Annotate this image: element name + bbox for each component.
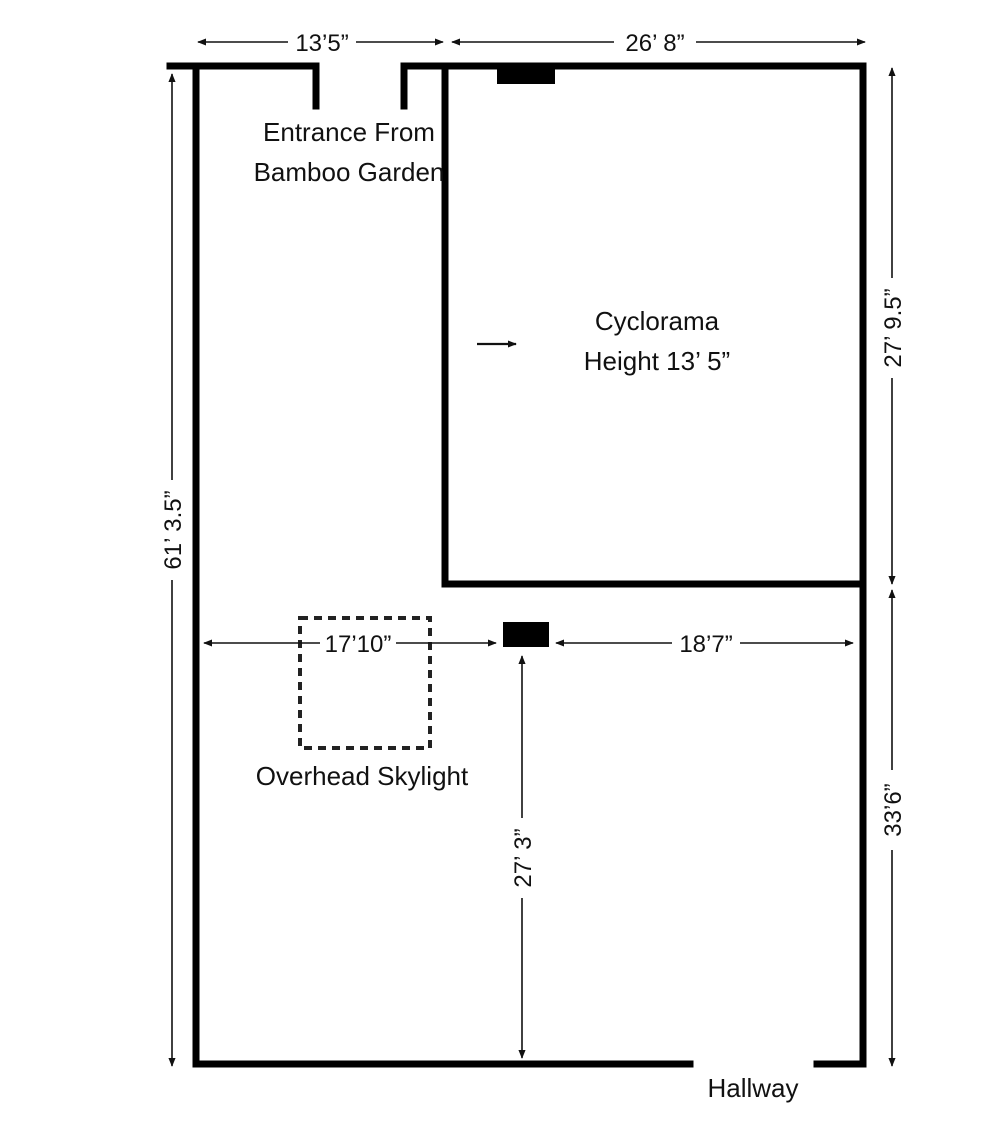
dim-label-entrance-width: 13’5” <box>295 30 348 57</box>
dim-label-cyclorama-depth: 27’ 9.5” <box>880 288 907 367</box>
wall-top-right <box>400 62 867 110</box>
overhead-skylight-outline <box>298 616 432 750</box>
dim-label-post-to-right: 18’7” <box>679 631 732 658</box>
center-post <box>503 622 549 647</box>
wall-right <box>813 62 867 1068</box>
hallway-label: Hallway <box>707 1073 798 1103</box>
dim-label-lower-right-length: 33’6” <box>880 783 907 836</box>
dim-label-total-length: 61’ 3.5” <box>160 490 187 569</box>
walls <box>166 62 867 1068</box>
top-wall-fixture <box>497 66 555 84</box>
dim-label-left-to-post: 17’10” <box>325 631 392 658</box>
dim-label-top-width: 26’ 8” <box>625 30 684 57</box>
entrance-label-line1: Entrance From <box>263 117 435 147</box>
cyclorama-wall <box>441 62 867 588</box>
wall-top-left <box>166 62 320 110</box>
entrance-label-line2: Bamboo Garden <box>254 157 445 187</box>
skylight-label: Overhead Skylight <box>256 761 469 791</box>
wall-left <box>192 62 694 1068</box>
cyclorama-label-line2: Height 13’ 5” <box>584 346 730 376</box>
cyclorama-label-line1: Cyclorama <box>595 306 720 336</box>
dim-label-post-to-bottom: 27’ 3” <box>510 828 537 887</box>
dimension-lines <box>168 38 896 1067</box>
